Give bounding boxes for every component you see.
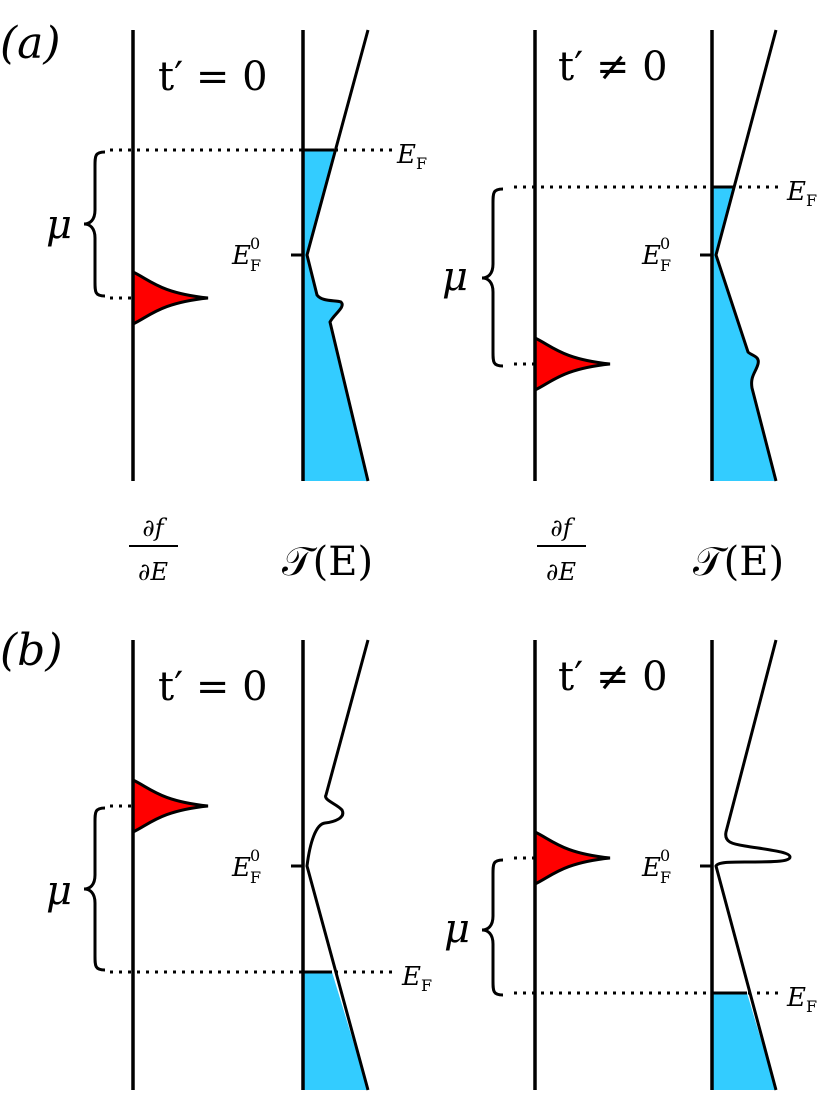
transmission-curve — [305, 639, 370, 1091]
mu-brace — [83, 806, 106, 972]
transmission-curve — [714, 639, 792, 1091]
ef0-sup: 0 — [660, 846, 670, 865]
transmission-fill — [303, 150, 368, 481]
mu-label: μ — [442, 254, 468, 300]
panel-a-left: μ t′ = 0 EF E 0 F — [46, 29, 427, 482]
mu-brace — [481, 187, 504, 368]
condition-label: t′ ≠ 0 — [558, 44, 668, 90]
mu-brace — [83, 150, 106, 298]
ef0-label: E — [231, 853, 251, 883]
fermi-peak — [132, 270, 209, 326]
ef-label: EF — [786, 983, 817, 1016]
ef0-label: E — [641, 241, 661, 271]
mu-label: μ — [444, 906, 470, 952]
ef-label: EF — [786, 177, 817, 210]
transmission-curve — [305, 29, 370, 482]
row-b-tag: (b) — [0, 625, 63, 676]
transmission-fill — [303, 972, 368, 1090]
ef0-sub: F — [250, 868, 261, 887]
dfde-denominator-right: ∂E — [546, 558, 576, 586]
panel-a-right: μ t′ ≠ 0 EF E 0 F — [442, 29, 817, 482]
dfde-numerator-right: ∂f — [550, 514, 575, 542]
fermi-peak — [534, 830, 611, 886]
ef-label: EF — [401, 962, 432, 995]
ef0-sup: 0 — [250, 846, 260, 865]
panel-b-left: μ t′ = 0 EF E 0 F — [46, 639, 432, 1091]
transmission-fill — [712, 993, 776, 1090]
mu-brace — [481, 858, 504, 997]
panel-b-right: μ t′ ≠ 0 EF E 0 F — [444, 639, 817, 1091]
ef0-sup: 0 — [250, 234, 260, 253]
ef0-label: E — [641, 853, 661, 883]
transmission-label-right: 𝒯(E) — [693, 539, 784, 585]
ef0-sub: F — [660, 256, 671, 275]
dfde-denominator-left: ∂E — [138, 558, 168, 586]
mu-label: μ — [46, 202, 72, 248]
mu-label: μ — [46, 868, 72, 914]
condition-label: t′ = 0 — [158, 664, 268, 710]
fermi-peak — [132, 778, 209, 834]
transmission-label-left: 𝒯(E) — [282, 539, 373, 585]
ef0-sub: F — [660, 868, 671, 887]
ef-label: EF — [396, 140, 427, 173]
ef0-label: E — [231, 241, 251, 271]
transmission-curve — [714, 29, 778, 482]
condition-label: t′ ≠ 0 — [558, 654, 668, 700]
condition-label: t′ = 0 — [158, 54, 268, 100]
axis-labels: ∂f ∂E 𝒯(E) ∂f ∂E 𝒯(E) — [129, 514, 784, 586]
dfde-numerator-left: ∂f — [142, 514, 167, 542]
transmission-fill — [712, 187, 776, 481]
ef0-sup: 0 — [660, 234, 670, 253]
row-a-tag: (a) — [0, 18, 61, 69]
fermi-peak — [534, 336, 611, 392]
ef0-sub: F — [250, 256, 261, 275]
